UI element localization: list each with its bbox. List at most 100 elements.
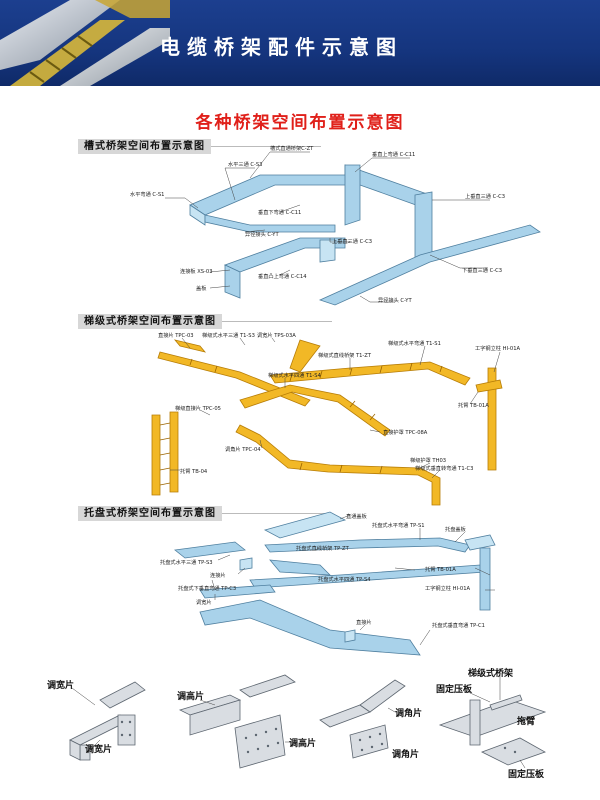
- header-banner: 电缆桥架配件示意图: [0, 0, 600, 86]
- ladder-straight-run: [269, 361, 471, 386]
- trough-label-c3-mid: 上垂直三通 C-C3: [332, 237, 372, 245]
- label-fixing-plate-bottom: 固定压板: [508, 768, 545, 780]
- ladder-label-tpc04: 调角片 TPC-04: [225, 445, 261, 453]
- tray-label-connector: 连接片: [210, 571, 226, 579]
- ladder-label-t1s3: 梯级式水平三通 T1-S3: [202, 331, 255, 339]
- ladder-label-t1c3: 梯级式垂直转弯通 T1-C3: [415, 464, 473, 472]
- label-ladder-tray: 梯级式桥架: [468, 667, 513, 679]
- trough-cover-end: [224, 264, 241, 299]
- fixing-plate-lower: [480, 737, 546, 766]
- trough-label-c11-up: 垂直上弯通 C-C11: [372, 150, 415, 158]
- tray-left-segment: [174, 541, 246, 559]
- tray-cover-top: [263, 511, 347, 539]
- ladder-vertical-rungs: [159, 422, 171, 486]
- angle-adjuster-plate: [349, 724, 389, 759]
- trough-diagonal-run: [318, 224, 541, 306]
- ladder-label-tb01a: 托臂 TB-01A: [458, 401, 489, 409]
- trough-front-run: [204, 214, 336, 233]
- tray-diagram: 直通盖板 托盘式水平弯通 TP-S1 托盘盖板 托盘式水平三通 TP-S3 托盘…: [160, 511, 496, 656]
- tray-straight-plate: [344, 629, 356, 643]
- label-adjust-height-bottom: 调高片: [289, 737, 316, 749]
- trough-label-c14: 垂直凸上弯通 C-C14: [258, 272, 307, 280]
- trough-vertical-left: [344, 164, 361, 226]
- trough-label-yt-2: 异径接头 C-YT: [378, 296, 412, 304]
- tray-main-run: [264, 537, 471, 553]
- tray-label-tb01a: 托臂 TB-01A: [425, 565, 456, 573]
- ladder-label-hi01a: 工字钢立柱 HI-01A: [475, 344, 520, 352]
- trough-top-run: [189, 164, 431, 216]
- label-fixing-plate-top: 固定压板: [436, 683, 473, 695]
- ladder-lower-run: [235, 424, 441, 506]
- tray-tee: [269, 559, 332, 576]
- trough-label-straight: 槽式直通桥架C-ZT: [270, 144, 314, 152]
- support-arm: [475, 379, 503, 393]
- trough-tray-diagram: 槽式直通桥架C-ZT 水平三通 C-S3 垂直上弯通 C-C11 水平弯通 C-…: [130, 144, 541, 306]
- trough-label-c3-upper: 上垂直三通 C-C3: [465, 192, 505, 200]
- height-adjuster-holes: [244, 727, 280, 754]
- tray-label-tpc1: 托盘式垂直弯通 TP-C1: [432, 621, 485, 629]
- section-label-trough: 槽式桥架空间布置示意图: [78, 139, 321, 154]
- section-label-tray: 托盘式桥架空间布置示意图: [78, 506, 332, 521]
- ladder-tray-diagram: 直接片 TPC-03 梯级式水平三通 T1-S3 调宽片 TPS-03A 梯级式…: [151, 331, 520, 506]
- height-adjuster-tray-b: [239, 674, 296, 698]
- width-adjuster-holes: [120, 720, 132, 737]
- ladder-label-tpc05: 梯级直接片 TPC-05: [175, 404, 221, 412]
- ladder-label-tb04: 托臂 TB-04: [180, 467, 208, 475]
- trough-label-c11-down: 垂直下弯通 C-C11: [258, 208, 301, 216]
- tray-label-tps3: 托盘式水平三通 TP-S3: [160, 558, 213, 566]
- ladder-label-t1zt: 梯级式直线桥架 T1-ZT: [318, 351, 372, 359]
- tray-label-adjust-width: 调宽片: [196, 598, 212, 606]
- trough-label-cover: 盖板: [196, 284, 207, 292]
- header-title: 电缆桥架配件示意图: [160, 35, 403, 59]
- label-adjust-width-top: 调宽片: [47, 679, 74, 691]
- tray-label-tps4: 托盘式水平四通 TP-S4: [318, 575, 371, 583]
- trough-end: [189, 204, 206, 226]
- fixing-plate-upper: [489, 694, 523, 711]
- trough-vertical-right: [414, 191, 433, 263]
- width-adjuster-tray-b: [99, 681, 146, 709]
- height-adjuster-side: [189, 699, 241, 736]
- bracket-post: [469, 699, 481, 746]
- ladder-label-th03: 梯级护罩 TH03: [410, 456, 446, 464]
- tray-label-tpzt: 托盘式直线桥架 TP-ZT: [296, 544, 350, 552]
- tray-label-tpc3: 托盘式下垂直弯通 TP-C3: [178, 584, 236, 592]
- label-support-arm: 拖臂: [517, 715, 535, 727]
- ladder-run-rungs: [189, 358, 443, 474]
- angle-adjuster-holes: [358, 732, 384, 752]
- i-beam-column: [487, 367, 497, 471]
- label-adjust-angle-bottom: 调角片: [392, 748, 419, 760]
- label-adjust-width-bottom: 调宽片: [85, 743, 112, 755]
- tray-label-hi01a: 工字钢立柱 HI-01A: [425, 584, 470, 592]
- ladder-tray-accessory: [438, 699, 547, 738]
- accessories-diagram: 调宽片 调宽片 调高片 调高片 调角片 调角片 梯级式桥架 固定压板 拖臂 固定…: [47, 667, 547, 780]
- tray-column: [479, 547, 491, 611]
- ladder-label-t1s1: 梯级式水平弯通 T1-S1: [388, 339, 441, 347]
- ladder-vertical-rail-left: [151, 414, 161, 496]
- trough-label-xs03: 连接板 XS-03: [180, 267, 213, 275]
- angle-adjuster-tray-a: [319, 704, 371, 728]
- tray-label-straight-plate: 直接片: [356, 618, 372, 626]
- ladder-four-way: [239, 384, 391, 437]
- cable-tray-photo-art: [0, 0, 170, 86]
- ladder-label-tpc03: 直接片 TPC-03: [158, 331, 194, 339]
- trough-label-s3: 水平三通 C-S3: [228, 160, 263, 168]
- trough-label-yt-1: 异径接头 C-YT: [245, 230, 279, 238]
- ladder-branch-up: [289, 339, 321, 373]
- tray-label-tps1: 托盘式水平弯通 TP-S1: [372, 521, 425, 529]
- tray-support-arm: [464, 534, 496, 551]
- fixing-plate-holes: [503, 746, 517, 754]
- tray-short-run: [199, 584, 276, 599]
- label-adjust-height-top: 调高片: [177, 690, 204, 702]
- width-adjuster-end: [69, 739, 81, 761]
- trough-label-s1: 水平弯通 C-S1: [130, 190, 165, 198]
- height-adjuster-plate: [234, 714, 286, 769]
- ladder-label-tpc08a: 直接护罩 TPC-08A: [383, 428, 428, 436]
- angle-adjuster-tray-b: [359, 679, 406, 713]
- label-adjust-angle-top: 调角片: [395, 707, 422, 719]
- tray-label-cover: 托盘盖板: [445, 525, 467, 533]
- tray-lower-bend: [199, 599, 421, 656]
- width-adjuster-plate: [117, 714, 136, 746]
- trough-label-c3-lower: 下垂直三通 C-C3: [462, 266, 502, 274]
- section-label-ladder: 梯级式桥架空间布置示意图: [78, 314, 332, 329]
- tray-connector: [239, 557, 253, 571]
